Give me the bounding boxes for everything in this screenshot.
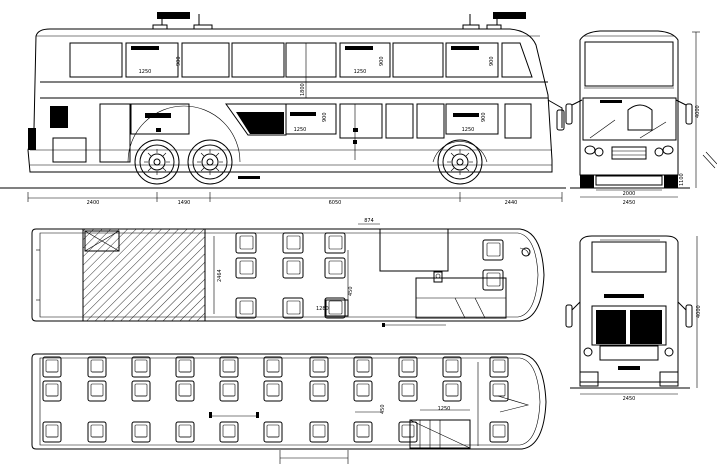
dim-window-2: 1250 <box>354 69 367 75</box>
seat <box>235 232 257 254</box>
upper-deck-plan: 2464 874 450 1280 <box>31 218 545 327</box>
seat <box>324 232 346 254</box>
upper-deck-windows <box>69 42 533 98</box>
dim-height-3: 900 <box>489 56 495 66</box>
seat <box>175 421 195 443</box>
dim-overall-2: 1490 <box>178 200 191 206</box>
upper-front-seats <box>482 239 531 291</box>
seat <box>282 232 304 254</box>
seat <box>131 421 151 443</box>
lower-dimension-ticks <box>209 411 382 464</box>
lower-deck-windows <box>50 103 532 163</box>
seat <box>442 356 462 378</box>
front-body-outline <box>579 30 679 176</box>
seat <box>87 380 107 402</box>
front-width-dim: 2450 <box>623 200 636 206</box>
front-upper-windshield <box>584 41 674 87</box>
upper-plan-outline <box>31 228 545 322</box>
dim-overall-4: 2440 <box>505 200 518 206</box>
seat <box>282 257 304 279</box>
seat <box>235 257 257 279</box>
overall-length-dims: 2400 1490 6050 2440 <box>0 187 566 206</box>
seat <box>489 356 509 378</box>
seat <box>131 356 151 378</box>
seat <box>353 380 373 402</box>
seat <box>235 297 257 319</box>
seat <box>309 380 329 402</box>
front-track-dim: 2000 <box>623 191 636 197</box>
seat <box>263 380 283 402</box>
bus-body-outline <box>27 28 553 173</box>
lower-aisle-dim: 1250 <box>438 406 451 412</box>
upper-aisle-dim: 450 <box>348 286 354 296</box>
front-height-dim: 4000 <box>695 105 701 118</box>
rear-height-dim: 4000 <box>696 305 702 318</box>
upper-width-dim: 2464 <box>217 269 223 282</box>
dim-height-2: 900 <box>379 56 385 66</box>
seat <box>398 380 418 402</box>
lower-deck-plan: 1250 450 <box>31 353 547 464</box>
dim-height-4: 900 <box>322 112 328 122</box>
section-mark <box>702 151 717 169</box>
seat <box>42 380 62 402</box>
front-view: 4000 1100 2000 2450 <box>565 30 717 206</box>
seat <box>489 421 509 443</box>
seat <box>398 421 418 443</box>
seat <box>263 356 283 378</box>
dim-window-3: 1250 <box>294 127 307 133</box>
dim-window-1: 1250 <box>139 69 152 75</box>
dim-deck-height: 1800 <box>300 83 306 96</box>
front-ground-mark: 1100 <box>679 173 685 186</box>
side-view: 1250 1250 1250 1250 900 900 900 900 900 … <box>0 12 566 206</box>
rear-width-dim: 2450 <box>623 396 636 402</box>
seat <box>324 257 346 279</box>
dim-overall-3: 6050 <box>329 200 342 206</box>
seat <box>42 421 62 443</box>
seat <box>398 356 418 378</box>
seat <box>175 356 195 378</box>
side-wheels <box>127 105 488 185</box>
lower-pitch-dim: 450 <box>380 404 386 414</box>
front-lights <box>584 145 674 160</box>
seat <box>309 421 329 443</box>
roof-antenna-group <box>152 12 526 30</box>
side-window-dims: 1250 1250 1250 1250 900 900 900 900 900 … <box>139 56 495 133</box>
seat <box>282 297 304 319</box>
seat <box>175 380 195 402</box>
upper-door-dim: 874 <box>364 218 374 224</box>
dim-window-4: 1250 <box>462 127 475 133</box>
front-lower-windshield <box>582 97 677 141</box>
seat <box>309 356 329 378</box>
rear-view: 4000 2450 <box>565 235 702 402</box>
seat <box>263 421 283 443</box>
upper-step-dim: 1280 <box>316 306 329 312</box>
dim-height-1: 900 <box>176 56 182 66</box>
rear-body-outline <box>579 235 679 383</box>
seat <box>87 356 107 378</box>
seat <box>353 356 373 378</box>
upper-stairwell: 874 450 1280 <box>316 218 507 327</box>
dim-overall-1: 2400 <box>87 200 100 206</box>
seat <box>131 380 151 402</box>
seat <box>219 380 239 402</box>
seat <box>87 421 107 443</box>
seat <box>219 421 239 443</box>
seat <box>353 421 373 443</box>
lower-seats <box>42 356 509 443</box>
seat <box>42 356 62 378</box>
seat <box>442 380 462 402</box>
dim-height-5: 900 <box>481 112 487 122</box>
lower-stairwell: 1250 450 <box>380 362 530 449</box>
seat <box>219 356 239 378</box>
lower-plan-outline <box>31 353 547 450</box>
